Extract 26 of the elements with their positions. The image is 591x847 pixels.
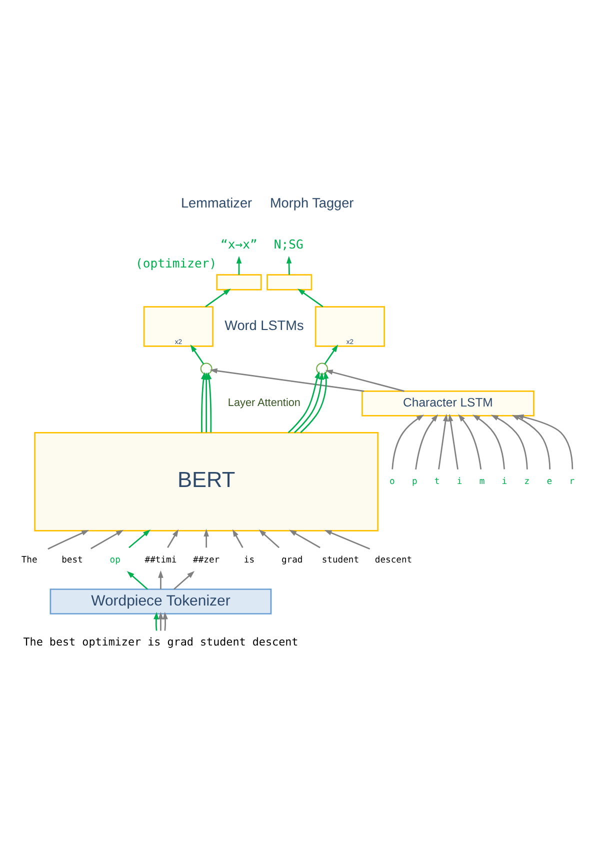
node-text: ##zer (193, 555, 220, 566)
label: Layer Attention (228, 397, 300, 410)
node-text: r (569, 477, 575, 488)
node-text: ##timi (144, 555, 177, 566)
node-text: The (21, 555, 38, 566)
node-text: op (110, 555, 120, 566)
node-text: The best optimizer is grad student descent (23, 636, 298, 649)
node-text: i (456, 477, 462, 488)
node-text: grad (281, 555, 303, 566)
node-text: p (412, 477, 418, 488)
label: Word LSTMs (224, 318, 304, 333)
node-text: e (546, 477, 552, 488)
node-text: is (244, 555, 255, 566)
node-label: (optimizer) (135, 256, 217, 271)
node-text: student (322, 555, 360, 566)
node-text: t (434, 477, 440, 488)
node-text: best (62, 555, 83, 566)
node-text: z (524, 477, 530, 488)
node-text: m (479, 477, 485, 488)
node-text: i (502, 477, 508, 488)
label: Morph Tagger (270, 195, 354, 210)
node-text: N;SG (274, 237, 304, 252)
node-text: “x→x” (220, 237, 258, 252)
node-text: descent (374, 555, 412, 566)
label: Lemmatizer (180, 195, 252, 210)
node-text: o (389, 477, 395, 488)
